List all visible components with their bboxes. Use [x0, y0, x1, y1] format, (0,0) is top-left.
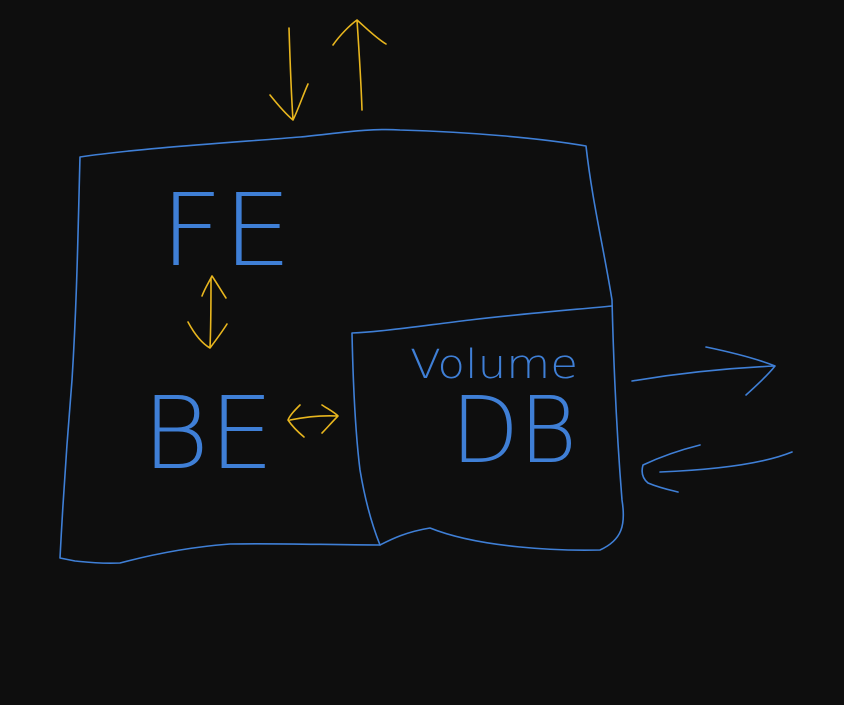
- outgoing-up-arrow: [332, 19, 387, 111]
- backend-label: BE: [142, 375, 274, 492]
- volume-db-container-outline: [351, 305, 613, 546]
- incoming-down-arrow: [269, 27, 309, 121]
- database-label: DB: [451, 377, 577, 484]
- bidirectional-external-arrow-icon: [631, 346, 793, 493]
- outgoing-right-arrow: [631, 346, 776, 396]
- bidirectional-vertical-arrow-icon: [187, 275, 228, 349]
- system-container-outline: [59, 128, 625, 565]
- incoming-left-arrow: [641, 444, 793, 493]
- double-vertical-arrow-icon: [269, 19, 387, 121]
- volume-label: Volume: [410, 342, 578, 388]
- bidirectional-horizontal-arrow-icon: [287, 404, 339, 438]
- frontend-label: FE: [160, 172, 292, 289]
